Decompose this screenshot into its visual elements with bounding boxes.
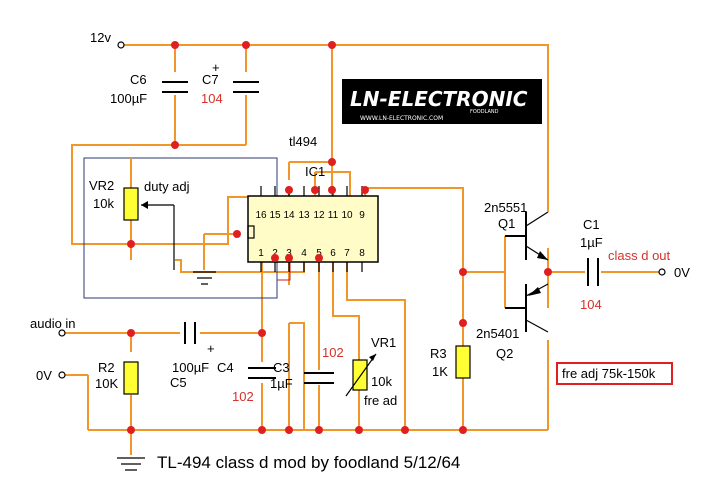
c1-symbol [587,258,599,286]
c7-symbol [233,81,259,93]
audio-in-label: audio in [30,316,76,331]
logo-main-text: LN-ELECTRONIC [350,87,528,111]
ln-electronic-logo: LN-ELECTRONIC FOODLAND WWW.LN-ELECTRONIC… [342,79,542,124]
ic-pin-label: 9 [359,210,365,221]
vr2-symbol [123,158,175,270]
c6-polarity: + [212,60,220,75]
ic-pin-label: 11 [328,210,339,221]
vr1-ref: VR1 [371,335,396,350]
c6-symbol [162,81,188,93]
ic-pin-label: 5 [316,248,322,259]
ground-symbol-main [117,430,145,471]
ic-pin-label: 10 [341,210,353,221]
note-text: fre adj 75k-150k [562,366,656,381]
ic-pin-label: 12 [313,210,325,221]
terminals [58,41,666,379]
c5-ref: C5 [170,375,187,390]
q2-ref: Q2 [496,346,513,361]
c6-value: 100µF [110,91,147,106]
q2-symbol [505,283,549,333]
r3-symbol [455,345,471,379]
c3-ref: C3 [273,360,290,375]
cx-code: 102 [322,345,344,360]
ic-pin-label: 6 [330,248,336,259]
out-ground-label: 0V [674,265,690,280]
q1-symbol [505,198,549,261]
q2-part: 2n5401 [476,326,519,341]
ground-label: 0V [36,368,52,383]
c1-value: 1µF [580,235,603,250]
logo-sub1-text: FOODLAND [470,109,499,115]
r2-value: 10K [95,376,118,391]
c5-polarity: + [207,341,215,356]
ic-pin-label: 2 [272,248,278,259]
vr1-value: 10k [371,374,392,389]
ic-pin-label: 1 [258,248,264,259]
output-label: class d out [608,248,671,263]
vr1-symbol [345,353,377,397]
note-box: fre adj 75k-150k [556,362,673,385]
c3-symbol [248,367,276,379]
ic-pin-label: 4 [301,248,307,259]
ground-symbol-ic [193,271,216,285]
q1-ref: Q1 [498,216,515,231]
c4-ref: C4 [217,360,234,375]
vr1-note: fre ad [364,393,397,408]
c5-symbol [184,322,196,344]
ic-pin-label: 14 [283,210,295,221]
supply-label: 12v [90,30,111,45]
ic-pin-label: 13 [298,210,310,221]
r3-value: 1K [432,364,448,379]
logo-sub2-text: WWW.LN-ELECTRONIC.COM [360,115,443,122]
vr2-note: duty adj [144,179,190,194]
ic-pin-label: 8 [359,248,365,259]
c6-ref: C6 [130,72,147,87]
ic-pin-label: 3 [286,248,292,259]
c7-ref: C7 [202,72,219,87]
vr2-ref: VR2 [89,178,114,193]
diagram-title: TL-494 class d mod by foodland 5/12/64 [157,453,460,472]
cx-symbol [304,372,334,384]
c5-value: 100µF [172,360,209,375]
vr2-value: 10k [93,196,114,211]
ic-pin-label: 16 [255,210,267,221]
ic-pin-label: 15 [269,210,281,221]
c3-code: 102 [232,389,254,404]
r2-ref: R2 [98,360,115,375]
c7-value: 104 [201,91,223,106]
r3-ref: R3 [430,346,447,361]
c1-code: 104 [580,297,602,312]
ic-ref-label: IC1 [305,164,325,179]
q1-part: 2n5551 [484,200,527,215]
r2-symbol [123,361,139,395]
ic-pin-label: 7 [344,248,350,259]
c1-ref: C1 [583,217,600,232]
junctions [127,41,552,434]
ic-type-label: tl494 [289,134,317,149]
c3-value: 1µF [270,376,293,391]
